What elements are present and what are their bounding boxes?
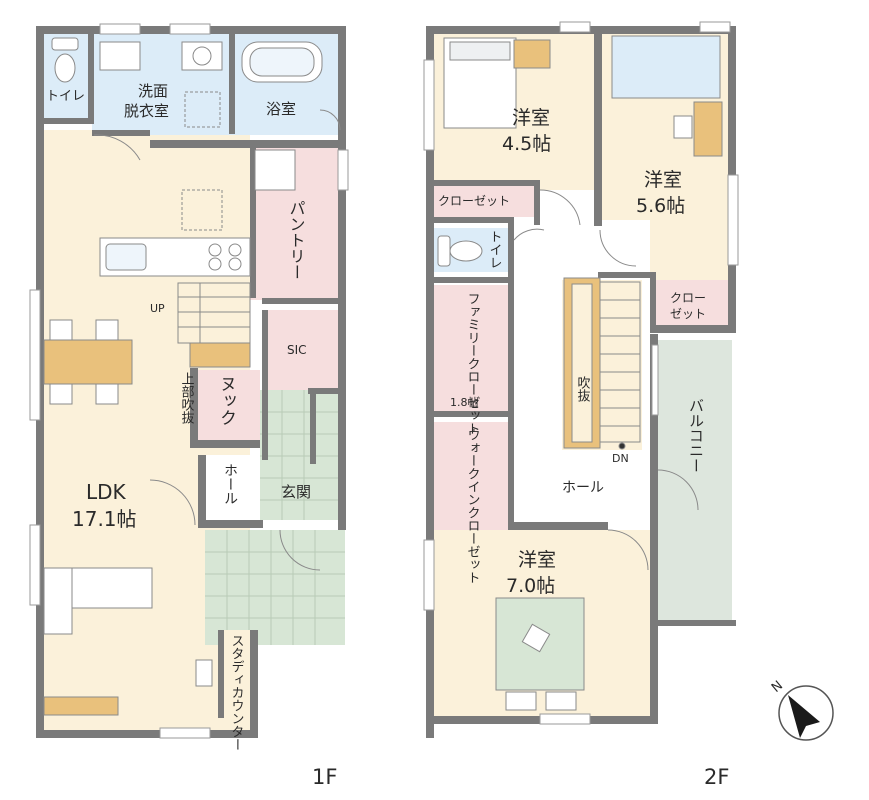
label-stair-up: UP [150,302,165,315]
label-walkin: ウォークインクローゼット [465,428,481,584]
tv-stand [43,696,119,716]
tile-grid [205,390,345,645]
label-closet-b-1: クロー [670,291,706,305]
nook-floor [195,370,260,440]
label-hall-2f: ホール [562,480,604,496]
label-room-c-size: 7.0帖 [506,575,555,597]
label-nook: ヌック [216,375,236,426]
label-washroom-2: 脱衣室 [124,102,169,120]
compass-needle-icon [788,695,820,738]
toilet-fixture-2f [437,235,483,267]
hall-1f-floor [205,455,260,520]
toilet-fixture-1f [51,37,79,83]
bed-room-a [443,37,551,129]
closet-b-floor [656,280,732,328]
label-family-closet-size: 1.8帖 [450,396,479,409]
label-closet-b-2: ゼット [670,307,706,321]
sic-floor [265,310,340,390]
label-toilet-1f: トイレ [46,89,85,104]
label-void-2f: 吹抜 [575,376,591,402]
second-floor: 洋室 4.5帖 洋室 5.6帖 クローゼット トイレ ファミリークローゼット 1… [423,21,739,789]
doors-2f [513,189,699,571]
dining-table [43,319,251,405]
label-family-closet: ファミリークローゼット [465,292,481,435]
bed-room-b [611,35,723,157]
porch-floor [205,530,345,645]
closet-a-floor [434,185,538,217]
label-room-a: 洋室 [512,107,550,129]
balcony-floor [656,340,732,622]
kitchen-counter [99,149,296,277]
label-hall-1f: ホール [222,463,238,505]
label-sic: SIC [287,343,307,357]
label-ldk: LDK [86,480,127,504]
bathtub-fixture [241,41,323,83]
floor-label-2f: 2F [704,765,729,789]
compass: N [769,678,834,741]
floor-label-1f: 1F [312,765,337,789]
label-room-b: 洋室 [644,169,682,191]
family-closet-floor [434,285,510,411]
label-stair-dn: DN [612,452,629,465]
label-washroom-1: 洗面 [138,82,168,100]
washbasin-fixture [99,41,223,128]
compass-north-label: N [769,678,786,696]
label-bath: 浴室 [266,100,296,118]
study-floor [220,630,250,715]
label-balcony: バルコニー [687,398,705,473]
windows-2f [423,21,739,725]
windows-1f [29,23,349,739]
label-entrance: 玄関 [281,483,311,501]
bed-room-c [495,597,585,711]
label-toilet-2f: トイレ [487,230,502,269]
label-room-a-size: 4.5帖 [502,133,551,155]
study-chair [195,659,213,687]
first-floor: トイレ 洗面 脱衣室 浴室 パントリー UP SIC ヌック 上部吹抜 ホール … [29,23,349,789]
stairs-2f [563,277,641,450]
label-room-c: 洋室 [518,549,556,571]
doors-1f [93,109,341,571]
label-void-1f: 上部吹抜 [179,372,195,424]
walkin-floor [434,422,510,530]
label-closet-a: クローゼット [438,194,510,208]
label-study: スタディカウンター [229,634,244,751]
label-pantry: パントリー [287,200,306,280]
sofa [43,567,153,635]
stairs-1f [177,282,251,344]
label-room-b-size: 5.6帖 [636,195,685,217]
label-ldk-size: 17.1帖 [72,507,137,531]
